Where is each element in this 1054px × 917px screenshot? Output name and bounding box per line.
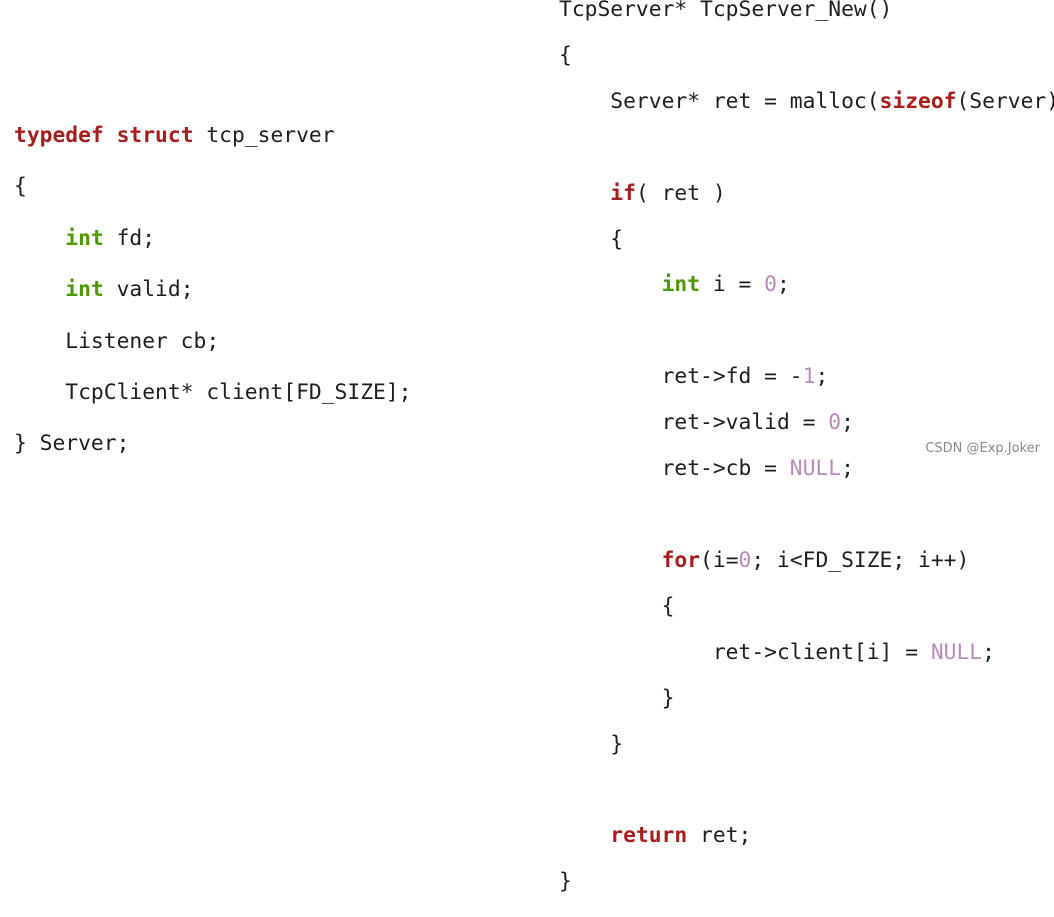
watermark: CSDN @Exp.Joker: [925, 441, 1040, 456]
code-literal: 0: [738, 547, 752, 573]
code-text: valid;: [103, 277, 194, 303]
struct-definition-code: typedef struct tcp_server { int fd; int …: [14, 123, 411, 483]
code-line: [559, 504, 1054, 527]
code-text: }: [559, 731, 624, 757]
constructor-function-code: TcpServer* TcpServer_New() { Server* ret…: [559, 0, 1054, 917]
code-line: TcpClient* client[FD_SIZE];: [14, 380, 411, 406]
code-text: ;: [776, 272, 790, 298]
code-text: TcpClient* client[FD_SIZE];: [14, 380, 412, 406]
code-line: {: [559, 593, 1054, 619]
code-line: int i = 0;: [559, 272, 1054, 298]
code-text: (i=: [700, 547, 739, 573]
code-line: if( ret ): [559, 180, 1054, 206]
code-line: ret->fd = -1;: [559, 364, 1054, 390]
code-type: int: [65, 225, 104, 251]
code-text: ret->client[i] =: [559, 639, 931, 665]
code-line: Listener cb;: [14, 329, 411, 355]
code-line: int valid;: [14, 277, 411, 303]
code-text: } Server;: [14, 431, 130, 457]
code-text: ;: [841, 410, 854, 436]
code-text: [559, 548, 662, 573]
code-line: int fd;: [14, 226, 411, 252]
code-text: {: [559, 42, 572, 68]
code-line: {: [14, 174, 411, 200]
code-line: {: [559, 226, 1054, 252]
code-text: [14, 226, 65, 251]
code-text: ret->cb =: [559, 456, 790, 482]
code-keyword: sizeof: [879, 88, 957, 114]
code-line: }: [559, 731, 1054, 757]
code-keyword: for: [661, 547, 701, 573]
code-text: [14, 277, 65, 302]
code-text: Server* ret = malloc(: [559, 88, 880, 114]
code-text: ; i<FD_SIZE; i++): [751, 547, 970, 573]
code-keyword: struct: [116, 123, 194, 148]
code-line: return ret;: [559, 823, 1054, 849]
code-type: int: [65, 277, 104, 303]
code-literal: 0: [764, 272, 777, 298]
code-text: {: [14, 174, 27, 200]
code-text: {: [559, 226, 624, 252]
code-literal: 1: [802, 364, 816, 390]
code-text: Listener cb;: [14, 328, 220, 354]
code-line: {: [559, 42, 1054, 68]
code-type: int: [661, 272, 701, 298]
code-line: [559, 320, 1054, 343]
code-line: }: [559, 869, 1054, 895]
code-line: [559, 137, 1054, 160]
code-text: [559, 181, 610, 206]
code-text: ;: [841, 456, 854, 482]
code-literal: NULL: [789, 456, 842, 482]
code-line: typedef struct tcp_server: [14, 123, 411, 149]
code-text: ( ret ): [635, 180, 726, 206]
code-keyword: return: [610, 823, 688, 849]
code-line: ret->cb = NULL;: [559, 456, 1054, 482]
code-text: TcpServer* TcpServer_New(): [559, 0, 893, 22]
code-text: }: [559, 869, 572, 895]
code-keyword: if: [610, 180, 636, 206]
code-text: ;: [982, 639, 995, 665]
code-text: [559, 272, 662, 297]
code-line: for(i=0; i<FD_SIZE; i++): [559, 547, 1054, 573]
code-text: {: [559, 593, 675, 619]
code-text: ret->fd = -: [559, 364, 803, 390]
code-text: tcp_server: [193, 123, 335, 148]
code-literal: 0: [828, 410, 842, 436]
code-text: [104, 123, 117, 148]
code-line: TcpServer* TcpServer_New(): [559, 0, 1054, 22]
code-text: }: [559, 685, 675, 711]
code-text: ;: [815, 364, 829, 390]
code-line: ret->client[i] = NULL;: [559, 639, 1054, 665]
code-literal: NULL: [930, 639, 983, 665]
code-text: [559, 823, 610, 848]
code-text: ret;: [687, 823, 752, 849]
code-keyword: typedef: [14, 123, 104, 148]
code-line: }: [559, 685, 1054, 711]
code-line: Server* ret = malloc(sizeof(Server));: [559, 88, 1054, 114]
code-line: ret->valid = 0;: [559, 410, 1054, 436]
code-text: (Server));: [956, 88, 1054, 114]
code-text: i =: [700, 272, 765, 298]
code-line: [559, 779, 1054, 802]
code-line: } Server;: [14, 431, 411, 457]
code-text: ret->valid =: [559, 410, 829, 436]
code-text: fd;: [103, 225, 156, 251]
